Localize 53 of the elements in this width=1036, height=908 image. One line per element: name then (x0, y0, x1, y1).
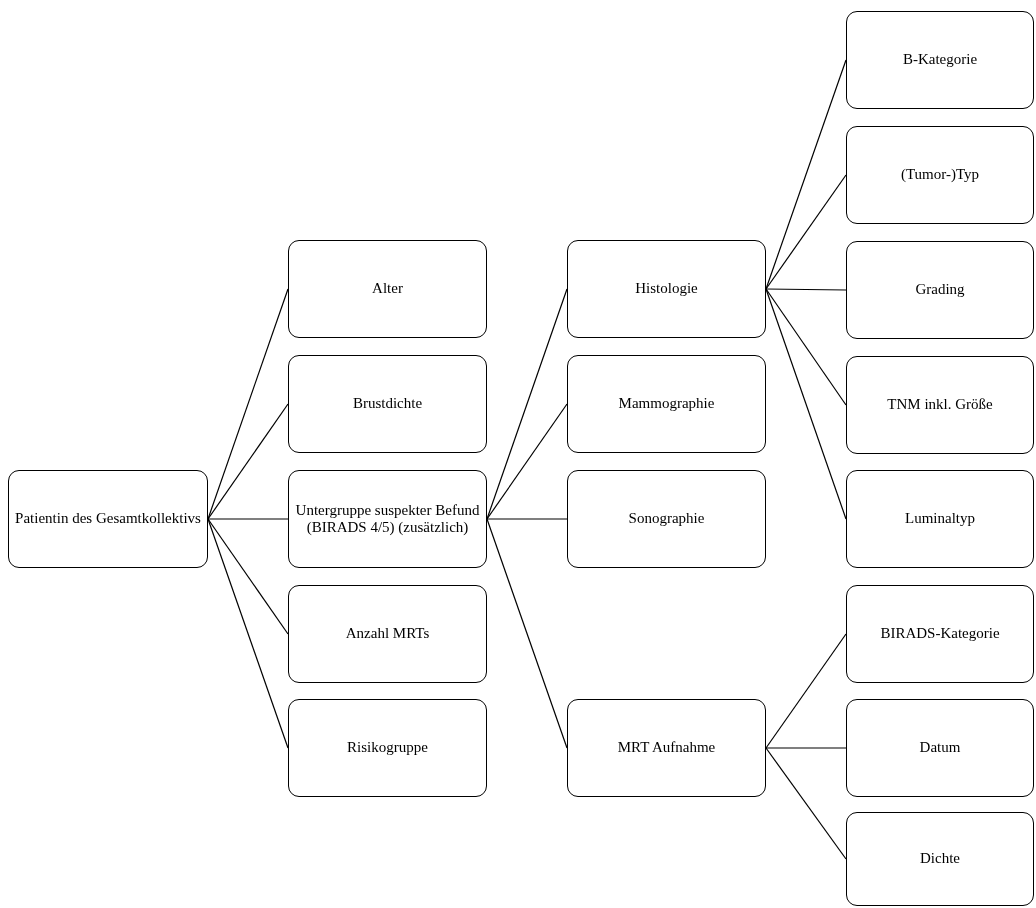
connector-line (765, 747, 847, 749)
box-label: (Tumor-)Typ (900, 166, 980, 184)
rounded-box (288, 355, 487, 453)
connector-line (765, 633, 847, 749)
rounded-box (846, 470, 1034, 568)
connector-line (765, 174, 847, 290)
box-label: Risikogruppe (347, 739, 428, 757)
rounded-box (8, 470, 208, 568)
rounded-box (846, 812, 1034, 906)
connector-line (765, 747, 847, 860)
connector-line (765, 288, 847, 406)
rounded-box (567, 240, 766, 338)
connector-line (486, 403, 568, 520)
connector-line (207, 518, 289, 749)
rounded-box (846, 126, 1034, 224)
rounded-box (288, 240, 487, 338)
box-label: B-Kategorie (902, 51, 978, 69)
connector-line (486, 518, 568, 520)
box-label: Grading (915, 281, 965, 299)
box-label: Datum (919, 739, 961, 757)
connector-line (765, 59, 847, 290)
rounded-box (288, 470, 487, 568)
connector-line (486, 518, 568, 749)
rounded-box (288, 699, 487, 797)
connector-line (207, 403, 289, 520)
rounded-box (567, 355, 766, 453)
connector-line (765, 288, 847, 291)
connector-line (207, 518, 289, 520)
rounded-box (846, 356, 1034, 454)
connector-line (207, 288, 289, 520)
rounded-box (567, 470, 766, 568)
connector-line (486, 288, 568, 520)
rounded-box (846, 699, 1034, 797)
connector-line (765, 288, 847, 520)
box-label: TNM inkl. Größe (887, 396, 993, 414)
box-label: Histologie (635, 280, 698, 298)
box-label: Brustdichte (352, 395, 423, 413)
rounded-box (846, 241, 1034, 339)
box-label: Mammographie (618, 395, 715, 413)
rounded-box (567, 699, 766, 797)
rounded-box (846, 11, 1034, 109)
box-label: MRT Aufnahme (617, 739, 716, 757)
box-label: BIRADS-Kategorie (880, 625, 1000, 643)
box-label: Untergruppe suspekter Befund (BIRADS 4/5) (zusätzlich) (294, 501, 481, 537)
rounded-box (288, 585, 487, 683)
box-label: Alter (372, 280, 403, 298)
box-label: Anzahl MRTs (345, 625, 430, 643)
rounded-box (846, 585, 1034, 683)
box-label: Dichte (920, 850, 960, 868)
box-label: Sonographie (628, 510, 705, 528)
connector-line (207, 518, 289, 635)
box-label: Patientin des Gesamtkollektivs (15, 510, 201, 528)
box-label: Luminaltyp (905, 510, 975, 528)
